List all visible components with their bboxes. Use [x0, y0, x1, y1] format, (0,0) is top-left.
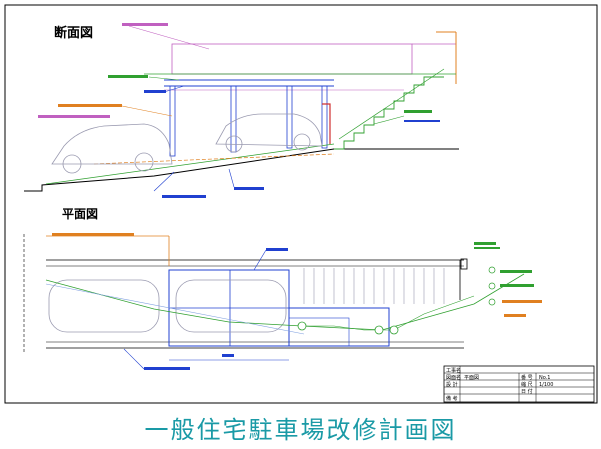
note-box-9 — [404, 120, 440, 122]
deck-ext-2 — [288, 317, 350, 347]
symbol-3 — [488, 298, 496, 306]
tb-r2c2: 平面図 — [464, 375, 479, 381]
plan-note-4 — [500, 270, 532, 273]
tb-r2c1: 図面名 — [446, 374, 461, 381]
column-3 — [286, 85, 293, 149]
plan-note-3 — [474, 242, 496, 245]
note-box-3 — [144, 90, 166, 93]
leader-1 — [128, 25, 210, 50]
plan-steps — [303, 268, 445, 304]
car-right-wheel-1 — [225, 135, 243, 153]
section-view — [24, 23, 459, 198]
plan-title: 平面図 — [62, 207, 98, 221]
plan-note-6 — [502, 300, 542, 303]
note-box-2 — [108, 75, 148, 78]
slope-line — [45, 143, 335, 185]
leader-6 — [153, 171, 175, 192]
tb-r3c3: 縮 尺 — [521, 381, 533, 388]
title-block: 工事名 図面名 平面図 番 号 No.1 設 計 縮 尺 1/100 日 付 備… — [443, 365, 595, 403]
sheet-frame — [4, 4, 598, 404]
tb-r2c4: No.1 — [539, 375, 550, 381]
dimension-label-box — [222, 354, 234, 357]
diagonal-line — [45, 283, 305, 335]
tb-r4c3: 日 付 — [521, 388, 533, 395]
plan-note-3b — [474, 247, 500, 249]
plan-note-8 — [144, 367, 190, 370]
note-box-7 — [234, 187, 264, 190]
drawing-sheet: 断面図 — [4, 4, 598, 404]
note-box-8 — [404, 110, 432, 113]
light-fixture-3 — [389, 325, 399, 335]
stair-rail — [338, 68, 445, 140]
plan-note-5 — [500, 284, 534, 287]
car-left — [51, 123, 173, 165]
stairs — [334, 76, 444, 150]
plan-note-7 — [504, 314, 526, 317]
tb-r1c1: 工事名 — [446, 367, 461, 374]
plan-note-2 — [266, 248, 288, 251]
car-right — [215, 113, 323, 147]
tb-r3c4: 1/100 — [539, 382, 553, 388]
leader-3 — [163, 85, 185, 93]
car-left-wheel-2 — [134, 152, 154, 172]
car-right-wheel-2 — [293, 133, 311, 151]
plan-leader-8 — [123, 348, 145, 370]
leader-4 — [121, 105, 173, 117]
symbol-1 — [488, 266, 496, 274]
tb-r5c1: 備 考 — [446, 395, 458, 402]
plan-car-right — [175, 279, 287, 333]
column-4 — [321, 85, 328, 149]
plan-leader-2 — [253, 249, 267, 271]
tb-r2c3: 番 号 — [521, 374, 533, 381]
section-title: 断面図 — [54, 25, 93, 41]
leader-2 — [148, 76, 180, 81]
note-box-1 — [122, 23, 168, 26]
ground-line — [24, 148, 459, 192]
symbol-2 — [488, 282, 496, 290]
plan-note-1 — [52, 233, 134, 236]
plan-view — [23, 233, 542, 370]
light-fixture-2 — [374, 325, 384, 335]
column-1 — [169, 85, 176, 157]
leader-8 — [373, 115, 405, 125]
note-box-6 — [162, 195, 206, 198]
note-box-5 — [38, 115, 110, 118]
note-box-4 — [58, 104, 122, 107]
car-left-wheel-1 — [62, 154, 82, 174]
drawing-caption: 一般住宅駐車場改修計画図 — [144, 416, 457, 444]
slope-orange — [93, 153, 335, 165]
red-wall — [322, 103, 331, 144]
leader-7 — [228, 168, 235, 188]
tb-r3c1: 設 計 — [446, 381, 458, 388]
plan-marker — [460, 258, 468, 270]
light-fixture-1 — [297, 321, 307, 331]
